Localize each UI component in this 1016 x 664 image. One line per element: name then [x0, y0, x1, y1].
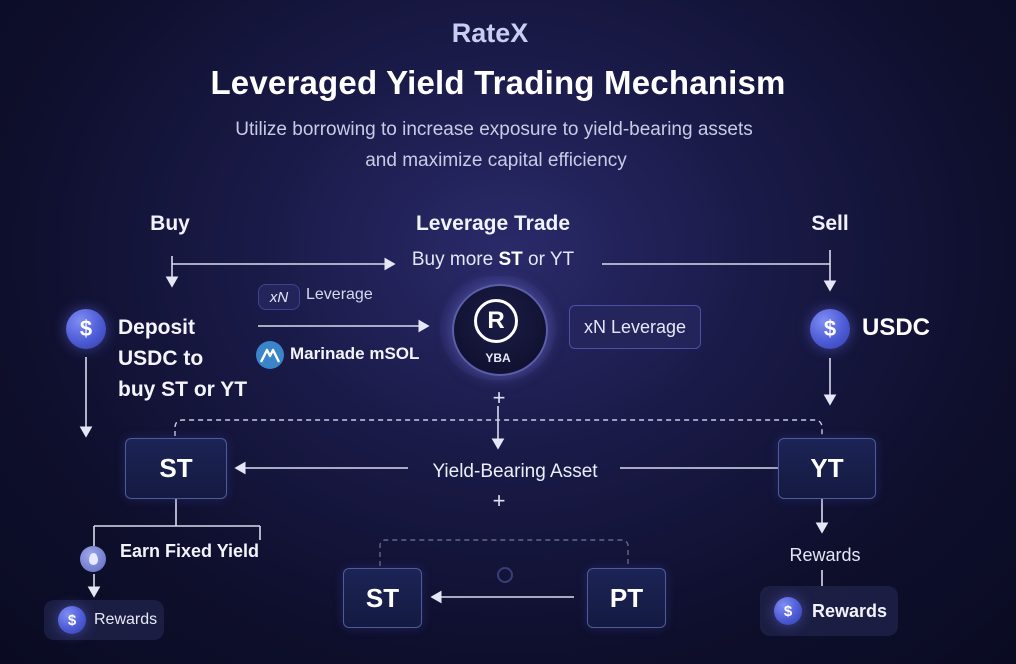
dollar-coin-icon: $: [66, 309, 106, 349]
buy-more-label: Buy more ST or YT: [411, 249, 575, 270]
earn-fixed-yield-label: Earn Fixed Yield: [120, 541, 260, 561]
droplet-icon: [80, 546, 106, 572]
plus-sign: +: [492, 488, 506, 513]
sell-column-label: Sell: [811, 212, 849, 235]
ratex-r-icon: R: [474, 299, 518, 343]
yt-rewards-label: Rewards: [789, 545, 861, 565]
yield-bearing-asset-label: Yield-Bearing Asset: [432, 461, 598, 482]
dashed-loop-bottom: [379, 539, 629, 566]
xn-leverage-box: xN Leverage: [569, 305, 701, 349]
yt-node: YT: [778, 438, 876, 499]
subtitle-line-2: and maximize capital efficiency: [365, 150, 627, 171]
rewards-label: Rewards: [812, 600, 888, 621]
st-node-bottom: ST: [343, 568, 422, 628]
dollar-coin-icon: $: [58, 606, 86, 634]
dashed-loop-top: [174, 419, 823, 436]
pt-node: PT: [587, 568, 666, 628]
xn-chip: xN: [258, 284, 300, 310]
deposit-description: Deposit USDC to buy ST or YT: [118, 316, 248, 401]
st-node: ST: [125, 438, 227, 499]
marinade-msol-label: Marinade mSOL: [290, 344, 420, 363]
brand-logo-text: RateX: [451, 18, 529, 48]
leverage-label: Leverage: [306, 286, 373, 303]
yba-label: YBA: [485, 351, 511, 365]
marinade-icon: [256, 341, 284, 369]
dollar-coin-icon: $: [810, 309, 850, 349]
rewards-badge-left: $ Rewards: [44, 600, 164, 640]
rewards-badge-right: $ Rewards: [760, 586, 898, 636]
dollar-coin-icon: $: [774, 597, 802, 625]
page-title: Leveraged Yield Trading Mechanism: [210, 64, 786, 101]
leverage-trade-column-label: Leverage Trade: [415, 212, 571, 235]
subtitle-line-1: Utilize borrowing to increase exposure t…: [235, 119, 753, 140]
usdc-label: USDC: [862, 314, 931, 341]
plus-sign: +: [492, 385, 506, 410]
rewards-label: Rewards: [94, 611, 158, 628]
gear-faint-icon: [497, 567, 513, 583]
buy-column-label: Buy: [150, 212, 190, 235]
